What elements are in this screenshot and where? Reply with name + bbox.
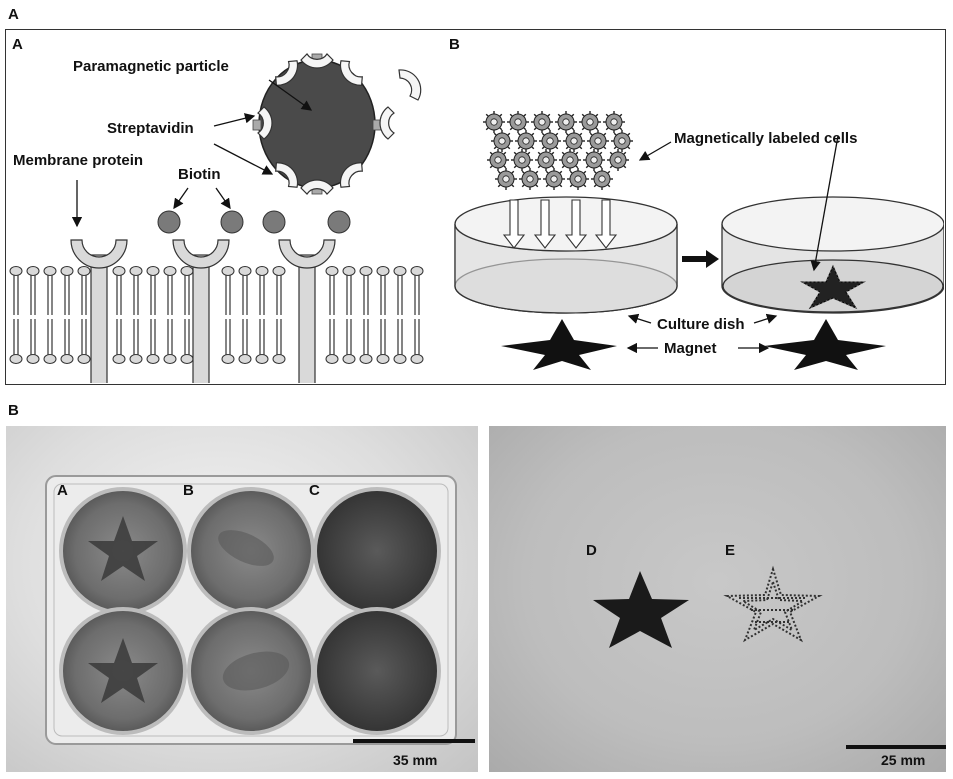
label-magnet: Magnet: [664, 340, 717, 357]
biotin-molecules: [157, 210, 351, 234]
label-membrane-protein: Membrane protein: [13, 152, 144, 169]
magnet-right: [764, 319, 886, 370]
culture-dish-left: [454, 196, 678, 314]
panel-label-top: A: [8, 6, 19, 23]
membrane-bilayer: [9, 265, 424, 365]
force-arrows: [502, 199, 618, 249]
membrane-protein-3: [278, 239, 336, 383]
photo-star-comparison: D E 25 mm: [489, 426, 946, 772]
cells-star-pattern: [800, 264, 866, 310]
label-paramagnetic-particle: Paramagnetic particle: [73, 58, 229, 75]
label-e: E: [725, 542, 736, 559]
membrane-protein-1: [70, 239, 128, 383]
label-culture-dish: Culture dish: [657, 316, 745, 333]
label-d: D: [586, 542, 597, 559]
scale-label-25mm: 25 mm: [881, 752, 926, 768]
schematic-graphics: [9, 53, 944, 383]
well-label-a: A: [57, 482, 68, 499]
well-label-c: C: [309, 482, 320, 499]
well-label-b: B: [183, 482, 194, 499]
panel-label-bottom: B: [8, 402, 19, 419]
culture-dish-right: [721, 196, 944, 314]
schematic-panel: A B: [5, 29, 946, 385]
cell-star: [723, 565, 823, 643]
photo-six-well-plate: A B C 35 mm: [6, 426, 478, 772]
magnet-left: [501, 319, 617, 370]
scale-label-35mm: 35 mm: [393, 752, 438, 768]
star-magnet: [593, 571, 689, 648]
membrane-protein-2: [172, 239, 230, 383]
label-magnetically-labeled-cells: Magnetically labeled cells: [674, 130, 858, 147]
subpanel-label-b: B: [449, 36, 460, 53]
label-biotin: Biotin: [178, 166, 221, 183]
magnetically-labeled-cells: [482, 110, 634, 191]
star-graphics: [593, 565, 946, 749]
plate-graphics: [45, 475, 475, 745]
label-streptavidin: Streptavidin: [107, 120, 194, 137]
subpanel-label-a: A: [12, 36, 23, 53]
